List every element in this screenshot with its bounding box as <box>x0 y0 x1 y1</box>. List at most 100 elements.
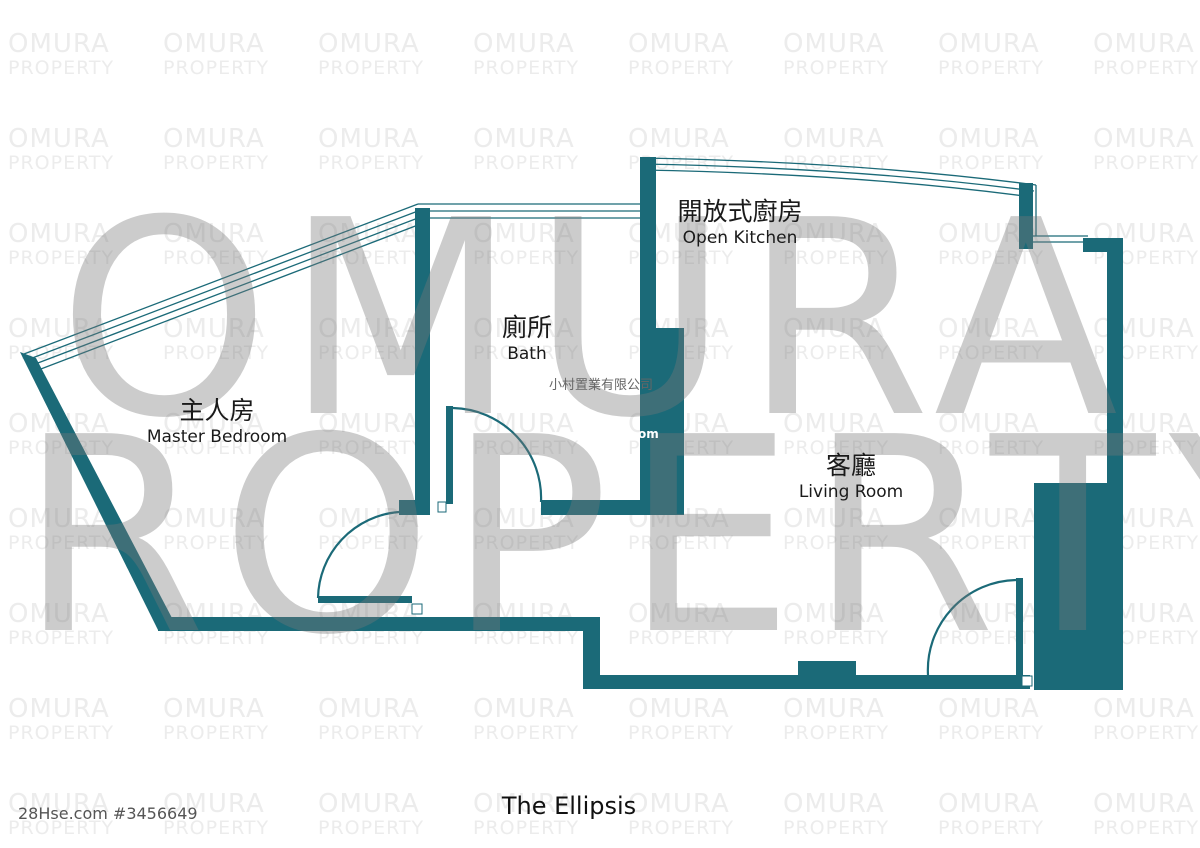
watermark-tile-line2: PROPERTY <box>783 152 890 174</box>
watermark-tile-line1: OMURA <box>783 694 885 724</box>
wall-master-bedroom-west <box>20 352 172 630</box>
watermark-tile-line2: PROPERTY <box>8 722 115 744</box>
watermark-tile-line1: OMURA <box>628 789 730 819</box>
watermark-tile-line2: PROPERTY <box>318 722 425 744</box>
wall-south-bump <box>798 661 856 677</box>
watermark-tile-line2: PROPERTY <box>473 817 580 839</box>
watermark-tile-line2: PROPERTY <box>938 817 1045 839</box>
wall-east-cap <box>1083 238 1123 252</box>
watermark-tile-line2: PROPERTY <box>8 817 115 839</box>
watermark-tile-line1: OMURA <box>1093 694 1195 724</box>
watermark-tile-line1: OMURA <box>628 694 730 724</box>
watermark-tile-line1: OMURA <box>1093 124 1195 154</box>
watermark-tile-line2: PROPERTY <box>1093 817 1200 839</box>
watermark-tile-line1: OMURA <box>938 409 1040 439</box>
watermark-tile-line1: OMURA <box>163 504 265 534</box>
watermark-tile-line1: OMURA <box>938 694 1040 724</box>
listing-reference: 28Hse.com #3456649 <box>18 804 198 823</box>
watermark-tile-line2: PROPERTY <box>938 342 1045 364</box>
watermark-tile-line1: OMURA <box>473 409 575 439</box>
watermark-tile-line1: OMURA <box>938 29 1040 59</box>
watermark-tile-line2: PROPERTY <box>8 627 115 649</box>
watermark-tile-line2: PROPERTY <box>783 722 890 744</box>
watermark-tile-line2: PROPERTY <box>783 57 890 79</box>
watermark-tile-line2: PROPERTY <box>938 532 1045 554</box>
watermark-tile-line2: PROPERTY <box>318 817 425 839</box>
watermark-tile-line2: PROPERTY <box>1093 57 1200 79</box>
watermark-tile-line2: PROPERTY <box>163 152 270 174</box>
watermark-tile-line2: PROPERTY <box>163 342 270 364</box>
watermark-tile-line2: PROPERTY <box>163 817 270 839</box>
watermark-tile-line2: PROPERTY <box>628 722 735 744</box>
watermark-tile-line1: OMURA <box>318 789 420 819</box>
watermark-tile-line2: PROPERTY <box>163 722 270 744</box>
agency-domain-fragment: om <box>638 427 659 441</box>
watermark-tile-line2: PROPERTY <box>783 627 890 649</box>
watermark-tile-line2: PROPERTY <box>163 532 270 554</box>
watermark-tile-line1: OMURA <box>163 124 265 154</box>
watermark-tile-line1: OMURA <box>473 29 575 59</box>
watermark-tile-line1: OMURA <box>783 29 885 59</box>
watermark-tile-line2: PROPERTY <box>783 532 890 554</box>
watermark-tile-line2: PROPERTY <box>473 342 580 364</box>
watermark-tile-line2: PROPERTY <box>8 152 115 174</box>
watermark-tile-line1: OMURA <box>8 504 110 534</box>
watermark-tile-line1: OMURA <box>163 29 265 59</box>
watermark-tile-line2: PROPERTY <box>938 437 1045 459</box>
watermark-tile-line2: PROPERTY <box>938 247 1045 269</box>
watermark-tile-line2: PROPERTY <box>8 57 115 79</box>
column-living-room <box>1034 483 1123 690</box>
watermark-tile-line1: OMURA <box>628 124 730 154</box>
watermark-tile-line1: OMURA <box>938 789 1040 819</box>
room-name-zh: 主人房 <box>179 396 255 425</box>
watermark-tile-line2: PROPERTY <box>318 57 425 79</box>
wall-south-bedroom <box>158 617 600 631</box>
wall-bath-west <box>415 208 430 504</box>
watermark-tile-line1: OMURA <box>8 219 110 249</box>
watermark-tile-line1: OMURA <box>473 314 575 344</box>
watermark-tile-line1: OMURA <box>1093 29 1195 59</box>
watermark-tile-line1: OMURA <box>318 314 420 344</box>
door-bath <box>437 406 543 513</box>
room-name-en: Master Bedroom <box>146 427 288 447</box>
wall-south-step <box>583 617 600 689</box>
room-label-bath: 廁所 Bath <box>502 313 552 365</box>
watermark-tile-line1: OMURA <box>473 789 575 819</box>
watermark-tile-line2: PROPERTY <box>1093 152 1200 174</box>
watermark-tile-line2: PROPERTY <box>783 817 890 839</box>
watermark-tile-line2: PROPERTY <box>318 152 425 174</box>
room-label-living-room: 客廳 Living Room <box>799 451 903 503</box>
watermark-tile-line2: PROPERTY <box>163 627 270 649</box>
watermark-tile-line1: OMURA <box>163 314 265 344</box>
watermark-tile-line2: PROPERTY <box>783 437 890 459</box>
watermark-tile-line1: OMURA <box>473 124 575 154</box>
